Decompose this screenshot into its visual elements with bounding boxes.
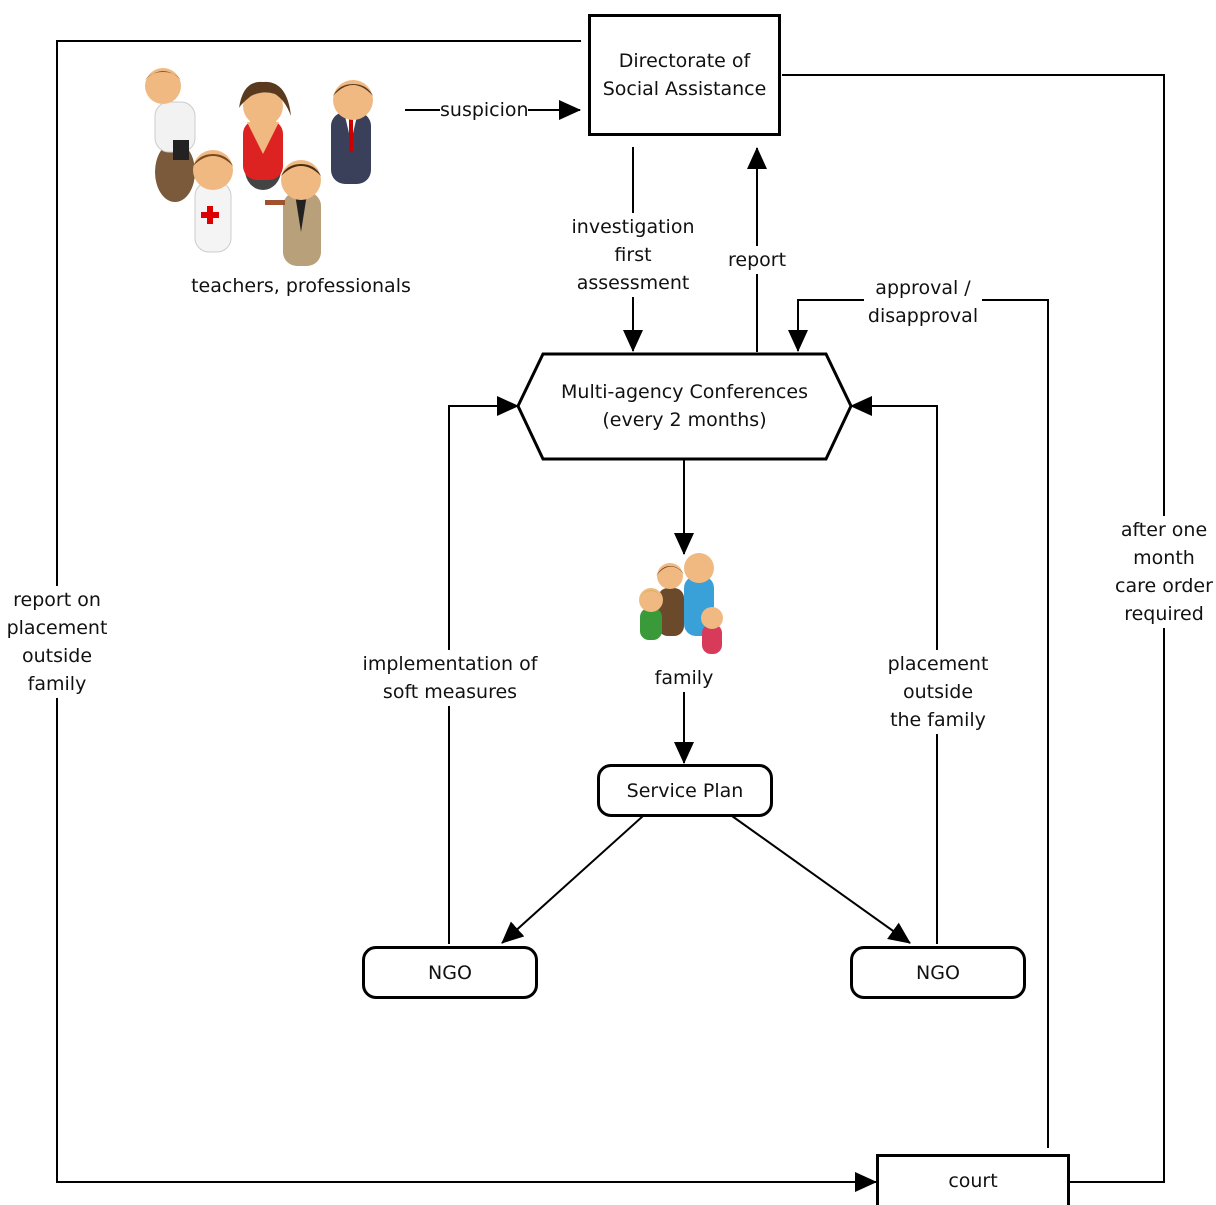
- edge-soft-measures: [448, 396, 519, 944]
- family-member-icon: [701, 607, 723, 654]
- report-label: report: [726, 246, 788, 274]
- edge-placement: [850, 396, 938, 944]
- placement-outside-label: placement outside the family: [850, 650, 1026, 734]
- family-icon: [639, 553, 723, 654]
- person-icon: [265, 160, 321, 266]
- report-placement-label: report on placement outside family: [6, 586, 108, 698]
- family-member-icon: [656, 563, 684, 636]
- court-box: court: [876, 1154, 1070, 1205]
- people-group-icon: [145, 68, 373, 266]
- teachers-label: teachers, professionals: [190, 272, 412, 300]
- court-label: court: [948, 1170, 998, 1192]
- person-icon: [145, 68, 196, 202]
- service-plan-label: Service Plan: [626, 779, 744, 802]
- ngo-right-box: NGO: [850, 946, 1026, 999]
- family-member-icon: [639, 588, 663, 640]
- ngo-left-box: NGO: [362, 946, 538, 999]
- after-one-month-label: after one month care order required: [1114, 516, 1214, 628]
- ngo-left-label: NGO: [428, 961, 472, 984]
- edge-care-order: [782, 74, 1165, 1183]
- edge-plan-ngo-left: [501, 815, 644, 944]
- conference-hexagon: [516, 352, 853, 461]
- soft-measures-label: implementation of soft measures: [362, 650, 538, 706]
- service-plan-box: Service Plan: [597, 764, 773, 817]
- directorate-box: Directorate of Social Assistance: [588, 14, 781, 136]
- directorate-label: Directorate of Social Assistance: [602, 50, 767, 100]
- suspicion-label: suspicion: [440, 96, 529, 124]
- approval-label: approval / disapproval: [864, 274, 982, 330]
- ngo-right-label: NGO: [916, 961, 960, 984]
- person-icon: [331, 80, 373, 184]
- family-label: family: [644, 664, 724, 692]
- conferences-label-box: Multi-agency Conferences (every 2 months…: [543, 370, 826, 442]
- edge-plan-ngo-right: [731, 815, 911, 944]
- person-icon: [239, 81, 291, 190]
- investigation-label: investigation first assessment: [558, 213, 708, 297]
- person-icon: [193, 150, 233, 253]
- conferences-label: Multi-agency Conferences (every 2 months…: [561, 381, 808, 431]
